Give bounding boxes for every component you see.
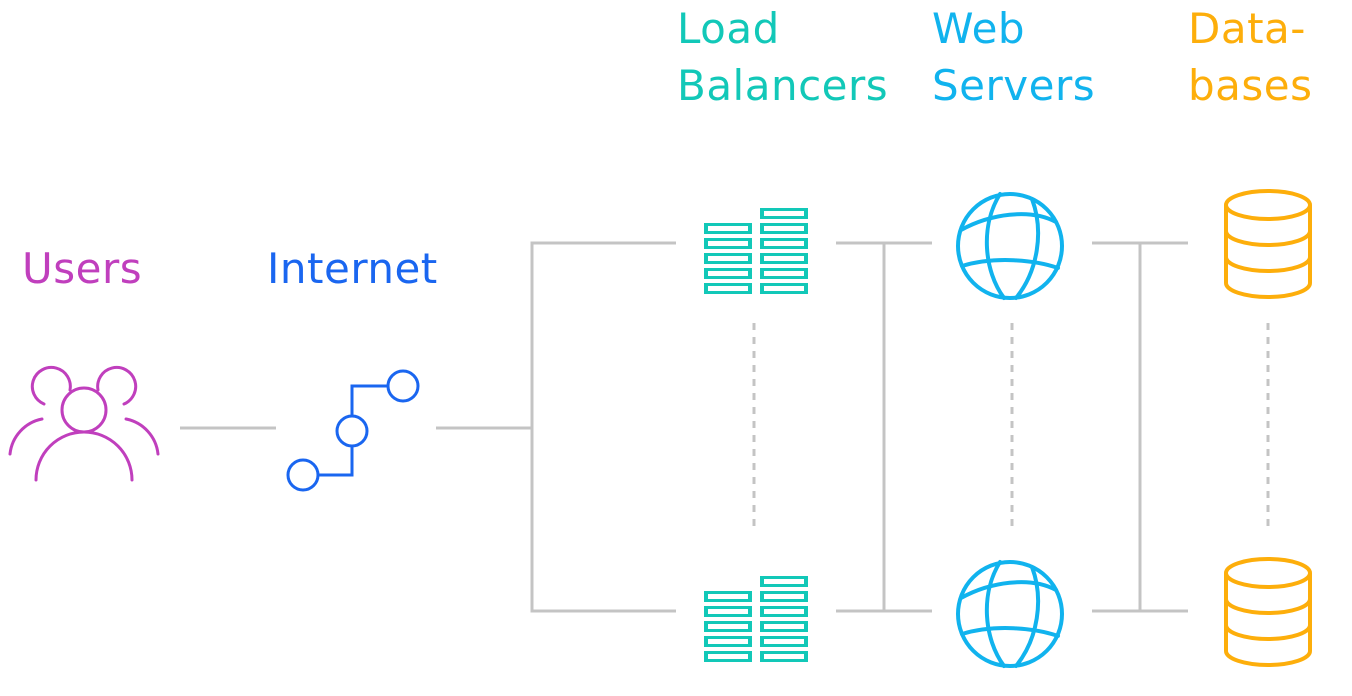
databases-label: Data- bases (1188, 4, 1313, 110)
internet-label: Internet (267, 244, 438, 293)
scale-dotted-lines (752, 323, 1270, 526)
server-stack-icon (704, 576, 808, 662)
load-balancers-label: Load Balancers (677, 4, 889, 110)
users-group-icon (8, 366, 160, 482)
route-nodes-icon (286, 369, 420, 492)
connector-branch-load-balancers (530, 241, 676, 613)
database-cylinder-icon (1224, 189, 1312, 299)
web-servers-label: Web Servers (932, 4, 1096, 110)
globe-icon (956, 560, 1064, 668)
globe-icon (956, 192, 1064, 300)
users-label: Users (22, 244, 143, 293)
connectors (180, 241, 1188, 613)
server-stack-icon (704, 208, 808, 294)
database-cylinder-icon (1224, 557, 1312, 667)
